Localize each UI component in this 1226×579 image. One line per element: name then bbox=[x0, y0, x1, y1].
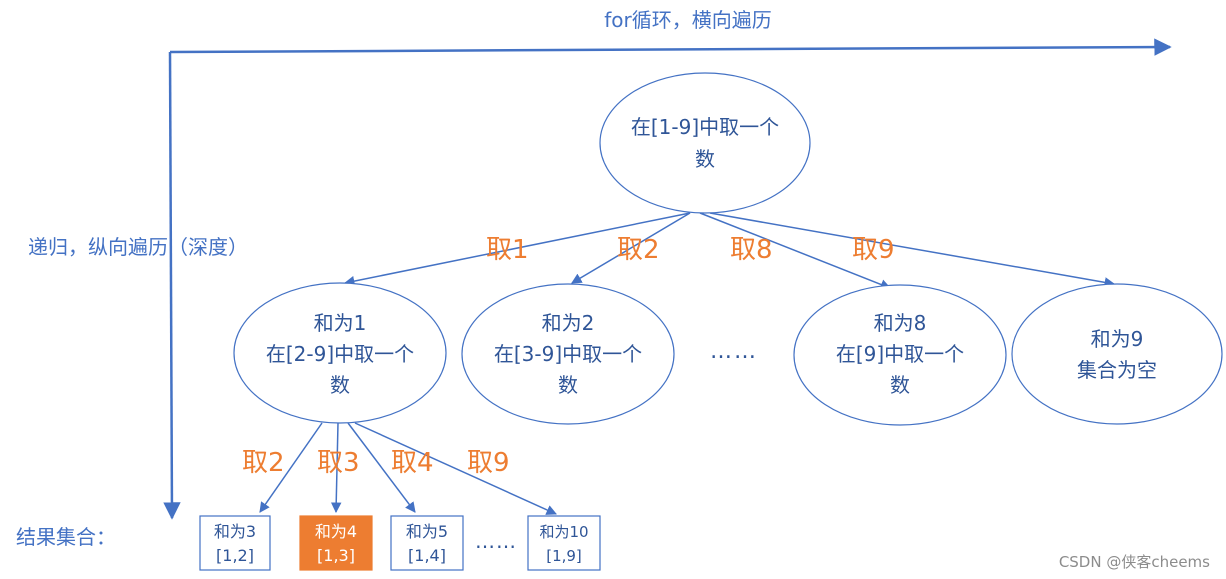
level1-node-2: 和为2 在[3-9]中取一个 数 bbox=[461, 283, 675, 425]
root-line1: 在[1-9]中取一个 bbox=[631, 115, 779, 139]
level1-node-1: 和为1 在[2-9]中取一个 数 bbox=[233, 282, 447, 424]
result-combo: [1,3] bbox=[317, 546, 355, 565]
result-box-4: 和为10 [1,9] bbox=[527, 515, 601, 571]
node-tail: 数 bbox=[558, 373, 578, 397]
node-tail: 数 bbox=[330, 373, 350, 397]
root-node: 在[1-9]中取一个 数 bbox=[599, 72, 811, 214]
for-loop-label: for循环，横向遍历 bbox=[604, 8, 772, 32]
level1-node-8: 和为8 在[9]中取一个 数 bbox=[793, 284, 1007, 426]
edge-label: 取3 bbox=[317, 448, 360, 478]
result-combo: [1,2] bbox=[216, 546, 254, 565]
edge-label: 取9 bbox=[467, 448, 510, 478]
edge-label: 取4 bbox=[391, 448, 434, 478]
top-edge-labels: 取1 取2 取8 取9 bbox=[486, 235, 895, 265]
result-box-2-highlighted: 和为4 [1,3] bbox=[299, 515, 373, 571]
edge-take-2-child bbox=[259, 422, 323, 513]
edge-take-4-child bbox=[347, 422, 416, 513]
ellipsis-bottom: …… bbox=[475, 529, 517, 553]
edge-take-1 bbox=[343, 212, 691, 287]
bottom-edge-labels: 取2 取3 取4 取9 bbox=[242, 448, 510, 478]
result-combo: [1,9] bbox=[546, 547, 582, 565]
edge-take-8 bbox=[699, 212, 891, 290]
node-sum: 和为8 bbox=[874, 311, 927, 335]
ellipsis-mid: …… bbox=[710, 339, 758, 364]
edge-label: 取9 bbox=[852, 235, 895, 265]
result-combo: [1,4] bbox=[408, 546, 446, 565]
result-sum: 和为10 bbox=[539, 523, 588, 541]
node-empty: 集合为空 bbox=[1077, 358, 1157, 382]
node-range: 在[3-9]中取一个 bbox=[494, 342, 642, 366]
edge-label: 取2 bbox=[242, 448, 285, 478]
recursion-axis: 递归，纵向遍历（深度） bbox=[28, 51, 248, 520]
child-edges bbox=[259, 422, 557, 515]
recursion-label: 递归，纵向遍历（深度） bbox=[28, 235, 248, 259]
edge-label: 取1 bbox=[486, 235, 529, 265]
result-box-1: 和为3 [1,2] bbox=[199, 515, 271, 571]
edge-take-2 bbox=[571, 212, 691, 284]
root-edges bbox=[343, 212, 1116, 290]
node-sum: 和为1 bbox=[314, 311, 367, 335]
level1-node-9: 和为9 集合为空 bbox=[1011, 283, 1223, 425]
edge-label: 取8 bbox=[730, 235, 773, 265]
result-sum: 和为5 bbox=[406, 522, 448, 541]
node-range: 在[9]中取一个 bbox=[836, 342, 964, 366]
node-sum: 和为2 bbox=[542, 311, 595, 335]
root-line2: 数 bbox=[695, 147, 715, 171]
node-range: 在[2-9]中取一个 bbox=[266, 342, 414, 366]
edge-take-3-child bbox=[330, 422, 342, 514]
edge-label: 取2 bbox=[617, 235, 660, 265]
result-sum: 和为3 bbox=[214, 522, 256, 541]
node-tail: 数 bbox=[890, 373, 910, 397]
result-box-3: 和为5 [1,4] bbox=[390, 515, 464, 571]
edge-take-9-child bbox=[354, 422, 557, 515]
node-sum: 和为9 bbox=[1091, 327, 1144, 351]
watermark: CSDN @侠客cheems bbox=[1059, 553, 1210, 571]
for-loop-axis: for循环，横向遍历 bbox=[169, 8, 1172, 56]
result-set-label: 结果集合： bbox=[16, 525, 116, 549]
result-sum: 和为4 bbox=[315, 522, 357, 541]
edge-take-9 bbox=[709, 212, 1116, 288]
